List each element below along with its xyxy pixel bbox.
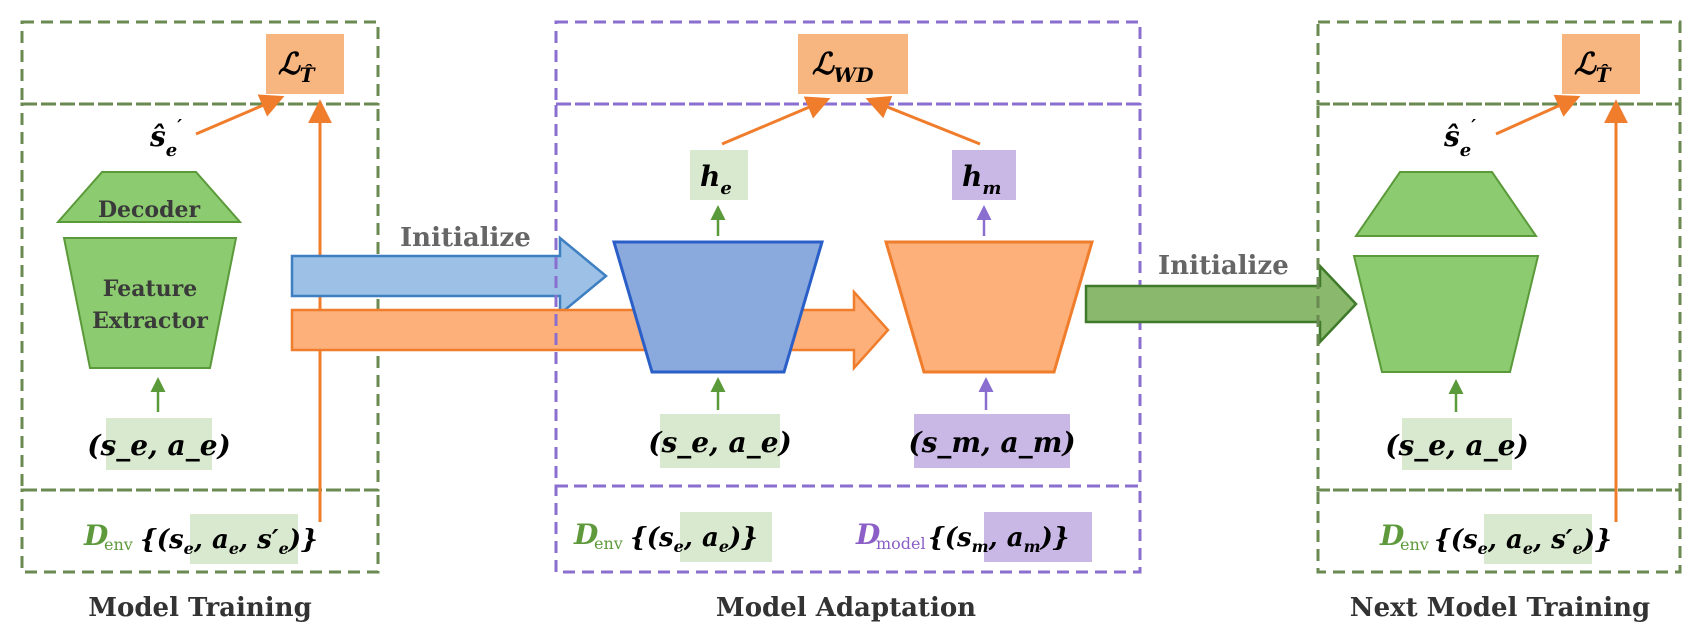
adapt-dataset-model-highlight	[984, 512, 1092, 562]
he-bg	[690, 150, 748, 200]
adapt-env-input-bg	[660, 414, 780, 468]
caption-model-training: Model Training	[88, 593, 312, 623]
input-bg	[106, 418, 212, 470]
next-input-bg	[1402, 418, 1512, 470]
next-transition-loss-box	[1562, 34, 1640, 94]
adapt-dataset-env-highlight	[680, 512, 772, 562]
next-predicted-next-state: ŝe′	[1443, 116, 1476, 161]
adapt-model-input-bg	[914, 414, 1070, 468]
dataset-env-highlight	[190, 514, 298, 564]
dataset-env-symbol: D	[83, 519, 109, 552]
next-dataset-env-sub: env	[1400, 535, 1429, 554]
next-feature-extractor-block	[1352, 255, 1540, 373]
wd-loss-label: ℒWD	[812, 47, 874, 87]
adapt-dataset-env-symbol: D	[573, 518, 599, 551]
hm-bg	[952, 150, 1016, 200]
next-dataset-env-tuple: {(se, ae, s′e)}	[1434, 525, 1612, 558]
next-dataset-border	[1316, 488, 1682, 574]
decoder-block	[55, 171, 243, 223]
input-env-pair: (s_e, a_e)	[87, 429, 231, 462]
next-loss-border	[1316, 20, 1682, 106]
next-prediction-arrow	[1495, 94, 1581, 136]
adapt-dataset-model-sub: model	[876, 534, 926, 553]
adapt-dataset-model-symbol: D	[855, 518, 881, 551]
next-model-border	[1316, 102, 1682, 492]
dataset-region-border	[20, 488, 380, 574]
predicted-next-state: ŝe′	[149, 116, 182, 161]
he-node: he	[700, 160, 732, 199]
initialize-arrow-1: Initialize	[290, 223, 608, 317]
initialize-blue-arrow	[290, 235, 608, 317]
next-decoder-block	[1354, 171, 1538, 237]
next-transition-loss-label: ℒT̂	[1574, 47, 1613, 87]
transition-loss-box	[266, 34, 344, 94]
transition-loss-label: ℒT̂	[278, 47, 317, 87]
caption-model-adaptation: Model Adaptation	[716, 593, 976, 623]
panel-model-training: ℒT̂ ŝe′ Decoder Feature Extractor (s_e, …	[20, 20, 380, 623]
adapt-dataset-env-tuple: {(se, ae)}	[630, 523, 758, 556]
next-dataset-env-highlight	[1484, 514, 1592, 564]
adapt-dataset-model-tuple: {(sm, am)}	[928, 523, 1070, 556]
next-input-env-pair: (s_e, a_e)	[1385, 429, 1529, 462]
adapt-env-input: (s_e, a_e)	[648, 426, 792, 459]
panel-model-adaptation: ℒWD he hm (s_e, a_e) (s_m, a_m) D env {(…	[554, 20, 1142, 623]
initialize-arrow-2: Initialize	[1084, 251, 1358, 346]
model-encoder-block	[883, 240, 1095, 374]
feature-extractor-label-1: Feature	[103, 276, 197, 302]
adapt-dataset-env-sub: env	[594, 534, 623, 553]
feature-extractor-label-2: Extractor	[92, 308, 208, 334]
hm-to-loss-arrow	[865, 95, 981, 146]
panel-next-model-training: ℒT̂ ŝe′ (s_e, a_e) D env {(se, ae, s′e)}…	[1316, 20, 1682, 623]
initialize-green-arrow	[1084, 262, 1358, 346]
dataset-env-sub: env	[104, 535, 133, 554]
wd-loss-box	[798, 34, 908, 94]
he-to-loss-arrow	[721, 96, 831, 146]
decoder-label: Decoder	[98, 197, 201, 223]
adapt-dataset-border	[554, 484, 1142, 574]
feature-extractor-block	[62, 237, 238, 369]
prediction-arrow	[195, 94, 285, 136]
env-encoder-block	[611, 240, 825, 374]
initialize-label-2: Initialize	[1158, 251, 1289, 281]
caption-next-model-training: Next Model Training	[1350, 593, 1650, 623]
adapt-model-input: (s_m, a_m)	[908, 426, 1075, 459]
next-dataset-env-symbol: D	[1379, 519, 1405, 552]
initialize-label-1: Initialize	[400, 223, 531, 253]
hm-node: hm	[962, 160, 1001, 199]
